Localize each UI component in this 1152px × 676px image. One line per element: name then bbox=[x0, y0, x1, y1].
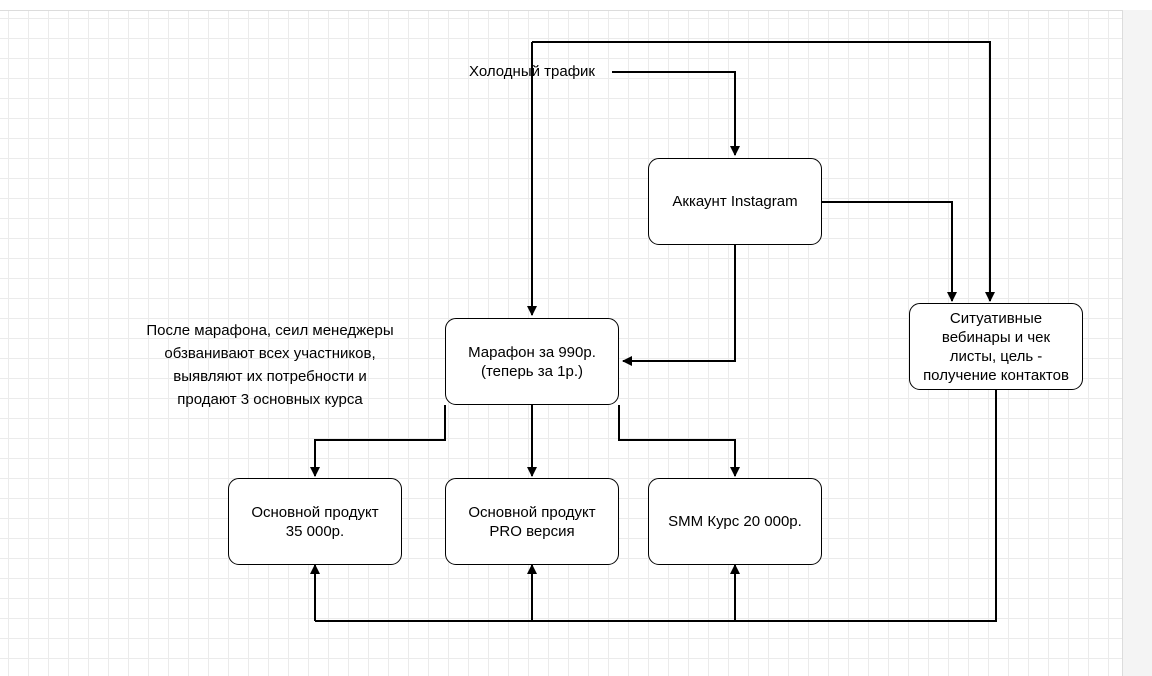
node-product-main[interactable]: Основной продукт 35 000р. bbox=[228, 478, 402, 565]
node-marathon[interactable]: Марафон за 990р. (теперь за 1р.) bbox=[445, 318, 619, 405]
source-label-cold-traffic[interactable]: Холодный трафик bbox=[469, 63, 595, 80]
canvas-right-edge bbox=[1122, 10, 1152, 676]
node-instagram-account[interactable]: Аккаунт Instagram bbox=[648, 158, 822, 245]
canvas-top-border bbox=[0, 10, 1122, 11]
node-product-pro[interactable]: Основной продукт PRO версия bbox=[445, 478, 619, 565]
edge-instagram-to-webinars[interactable] bbox=[822, 201, 957, 302]
node-situational-webinars[interactable]: Ситуативные вебинары и чек листы, цель -… bbox=[909, 303, 1083, 390]
edge-instagram-to-marathon[interactable] bbox=[622, 245, 736, 366]
edge-traffic-to-instagram[interactable] bbox=[612, 71, 740, 156]
edge-marathon-to-smm-course[interactable] bbox=[618, 405, 740, 477]
note-text[interactable]: После марафона, сеил менеджеры обзванива… bbox=[146, 322, 394, 408]
node-smm-course[interactable]: SMM Курс 20 000р. bbox=[648, 478, 822, 565]
edge-traffic-to-webinars[interactable] bbox=[532, 41, 995, 302]
edge-marathon-to-product-main[interactable] bbox=[310, 405, 446, 477]
edge-webinars-bus[interactable] bbox=[315, 390, 997, 622]
